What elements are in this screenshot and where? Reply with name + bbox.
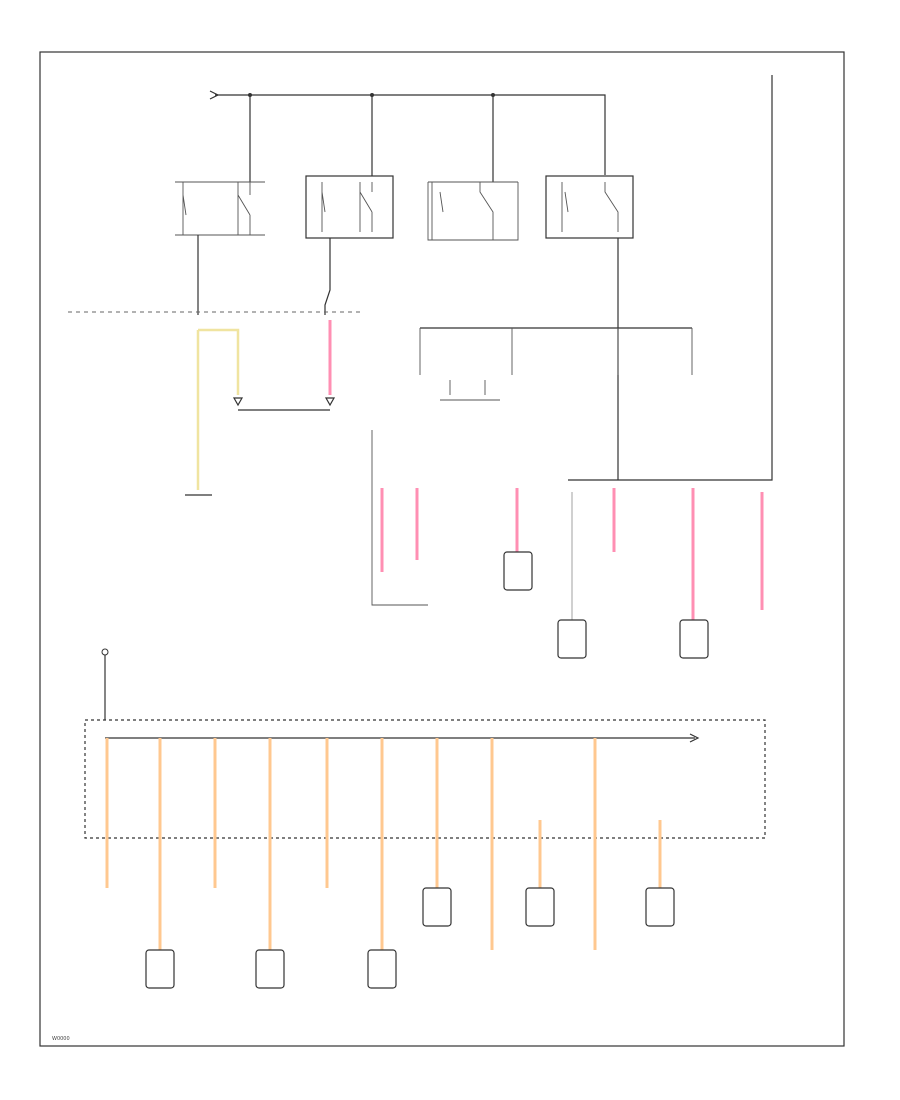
relay-1 bbox=[175, 181, 265, 236]
fuse-yellow-branch bbox=[198, 328, 240, 395]
footer-code: W0000 bbox=[52, 1036, 70, 1042]
relay-4-box bbox=[545, 175, 634, 239]
comp-mid-2 bbox=[557, 619, 587, 659]
node-1 bbox=[248, 93, 252, 97]
comp-low-5 bbox=[525, 887, 555, 927]
comp-low-3 bbox=[367, 949, 397, 989]
comp-mid-3 bbox=[679, 619, 709, 659]
top-bus bbox=[215, 94, 606, 175]
relay-3 bbox=[427, 181, 519, 241]
comp-mid-1 bbox=[503, 551, 533, 591]
fuse-block-lower bbox=[84, 719, 766, 839]
node-2 bbox=[370, 93, 374, 97]
bracket-left bbox=[371, 430, 428, 606]
node-3 bbox=[491, 93, 495, 97]
right-feed bbox=[568, 75, 773, 481]
comp-low-4 bbox=[422, 887, 452, 927]
switch-symbol bbox=[440, 380, 500, 401]
relay-4-contacts bbox=[561, 182, 619, 232]
relay-2-box bbox=[305, 175, 394, 239]
ground-left bbox=[232, 397, 244, 407]
comp-low-1 bbox=[145, 949, 175, 989]
top-arrow bbox=[209, 90, 220, 100]
lower-feed-node bbox=[101, 648, 109, 656]
relay-2-contacts bbox=[321, 182, 373, 232]
comp-low-6 bbox=[645, 887, 675, 927]
ground-right bbox=[324, 397, 336, 407]
diagram-frame bbox=[39, 51, 845, 1047]
relay2-down bbox=[324, 238, 331, 315]
comp-low-2 bbox=[255, 949, 285, 989]
lower-bus-arrow bbox=[689, 733, 700, 743]
